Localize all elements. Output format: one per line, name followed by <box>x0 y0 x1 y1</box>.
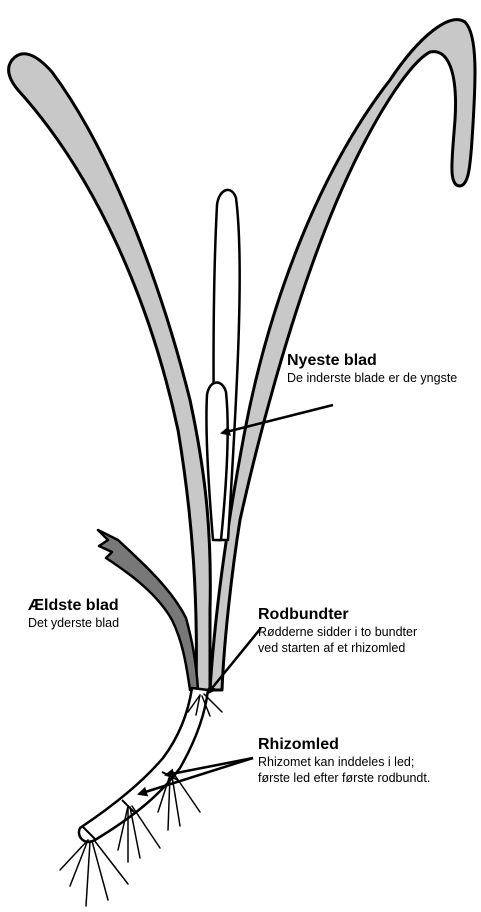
label-root-bundles: Rodbundter Rødderne sidder i to bundter … <box>258 605 417 656</box>
left-leaf <box>9 54 211 690</box>
arrow-newest-leaf <box>222 405 333 433</box>
label-oldest-leaf: Ældste blad Det yderste blad <box>28 596 119 632</box>
rhizome-segment-title: Rhizomled <box>258 735 430 755</box>
label-rhizome-segment: Rhizomled Rhizomet kan inddeles i led; f… <box>258 735 430 786</box>
root-bundles-title: Rodbundter <box>258 605 417 625</box>
rhizome-segment-description-1: Rhizomet kan inddeles i led; <box>258 755 430 771</box>
newest-leaf-description: De inderste blade er de yngste <box>287 371 457 387</box>
rhizome-segment-description-2: første led efter første rodbundt. <box>258 771 430 787</box>
oldest-leaf-description: Det yderste blad <box>28 616 119 632</box>
label-newest-leaf: Nyeste blad De inderste blade er de yngs… <box>287 351 457 387</box>
newest-leaf-shape <box>206 383 227 540</box>
root-bundles-description-2: ved starten af et rhizomled <box>258 641 417 657</box>
root-bundles-description-1: Rødderne sidder i to bundter <box>258 625 417 641</box>
newest-leaf-title: Nyeste blad <box>287 351 457 371</box>
oldest-leaf-title: Ældste blad <box>28 596 119 616</box>
